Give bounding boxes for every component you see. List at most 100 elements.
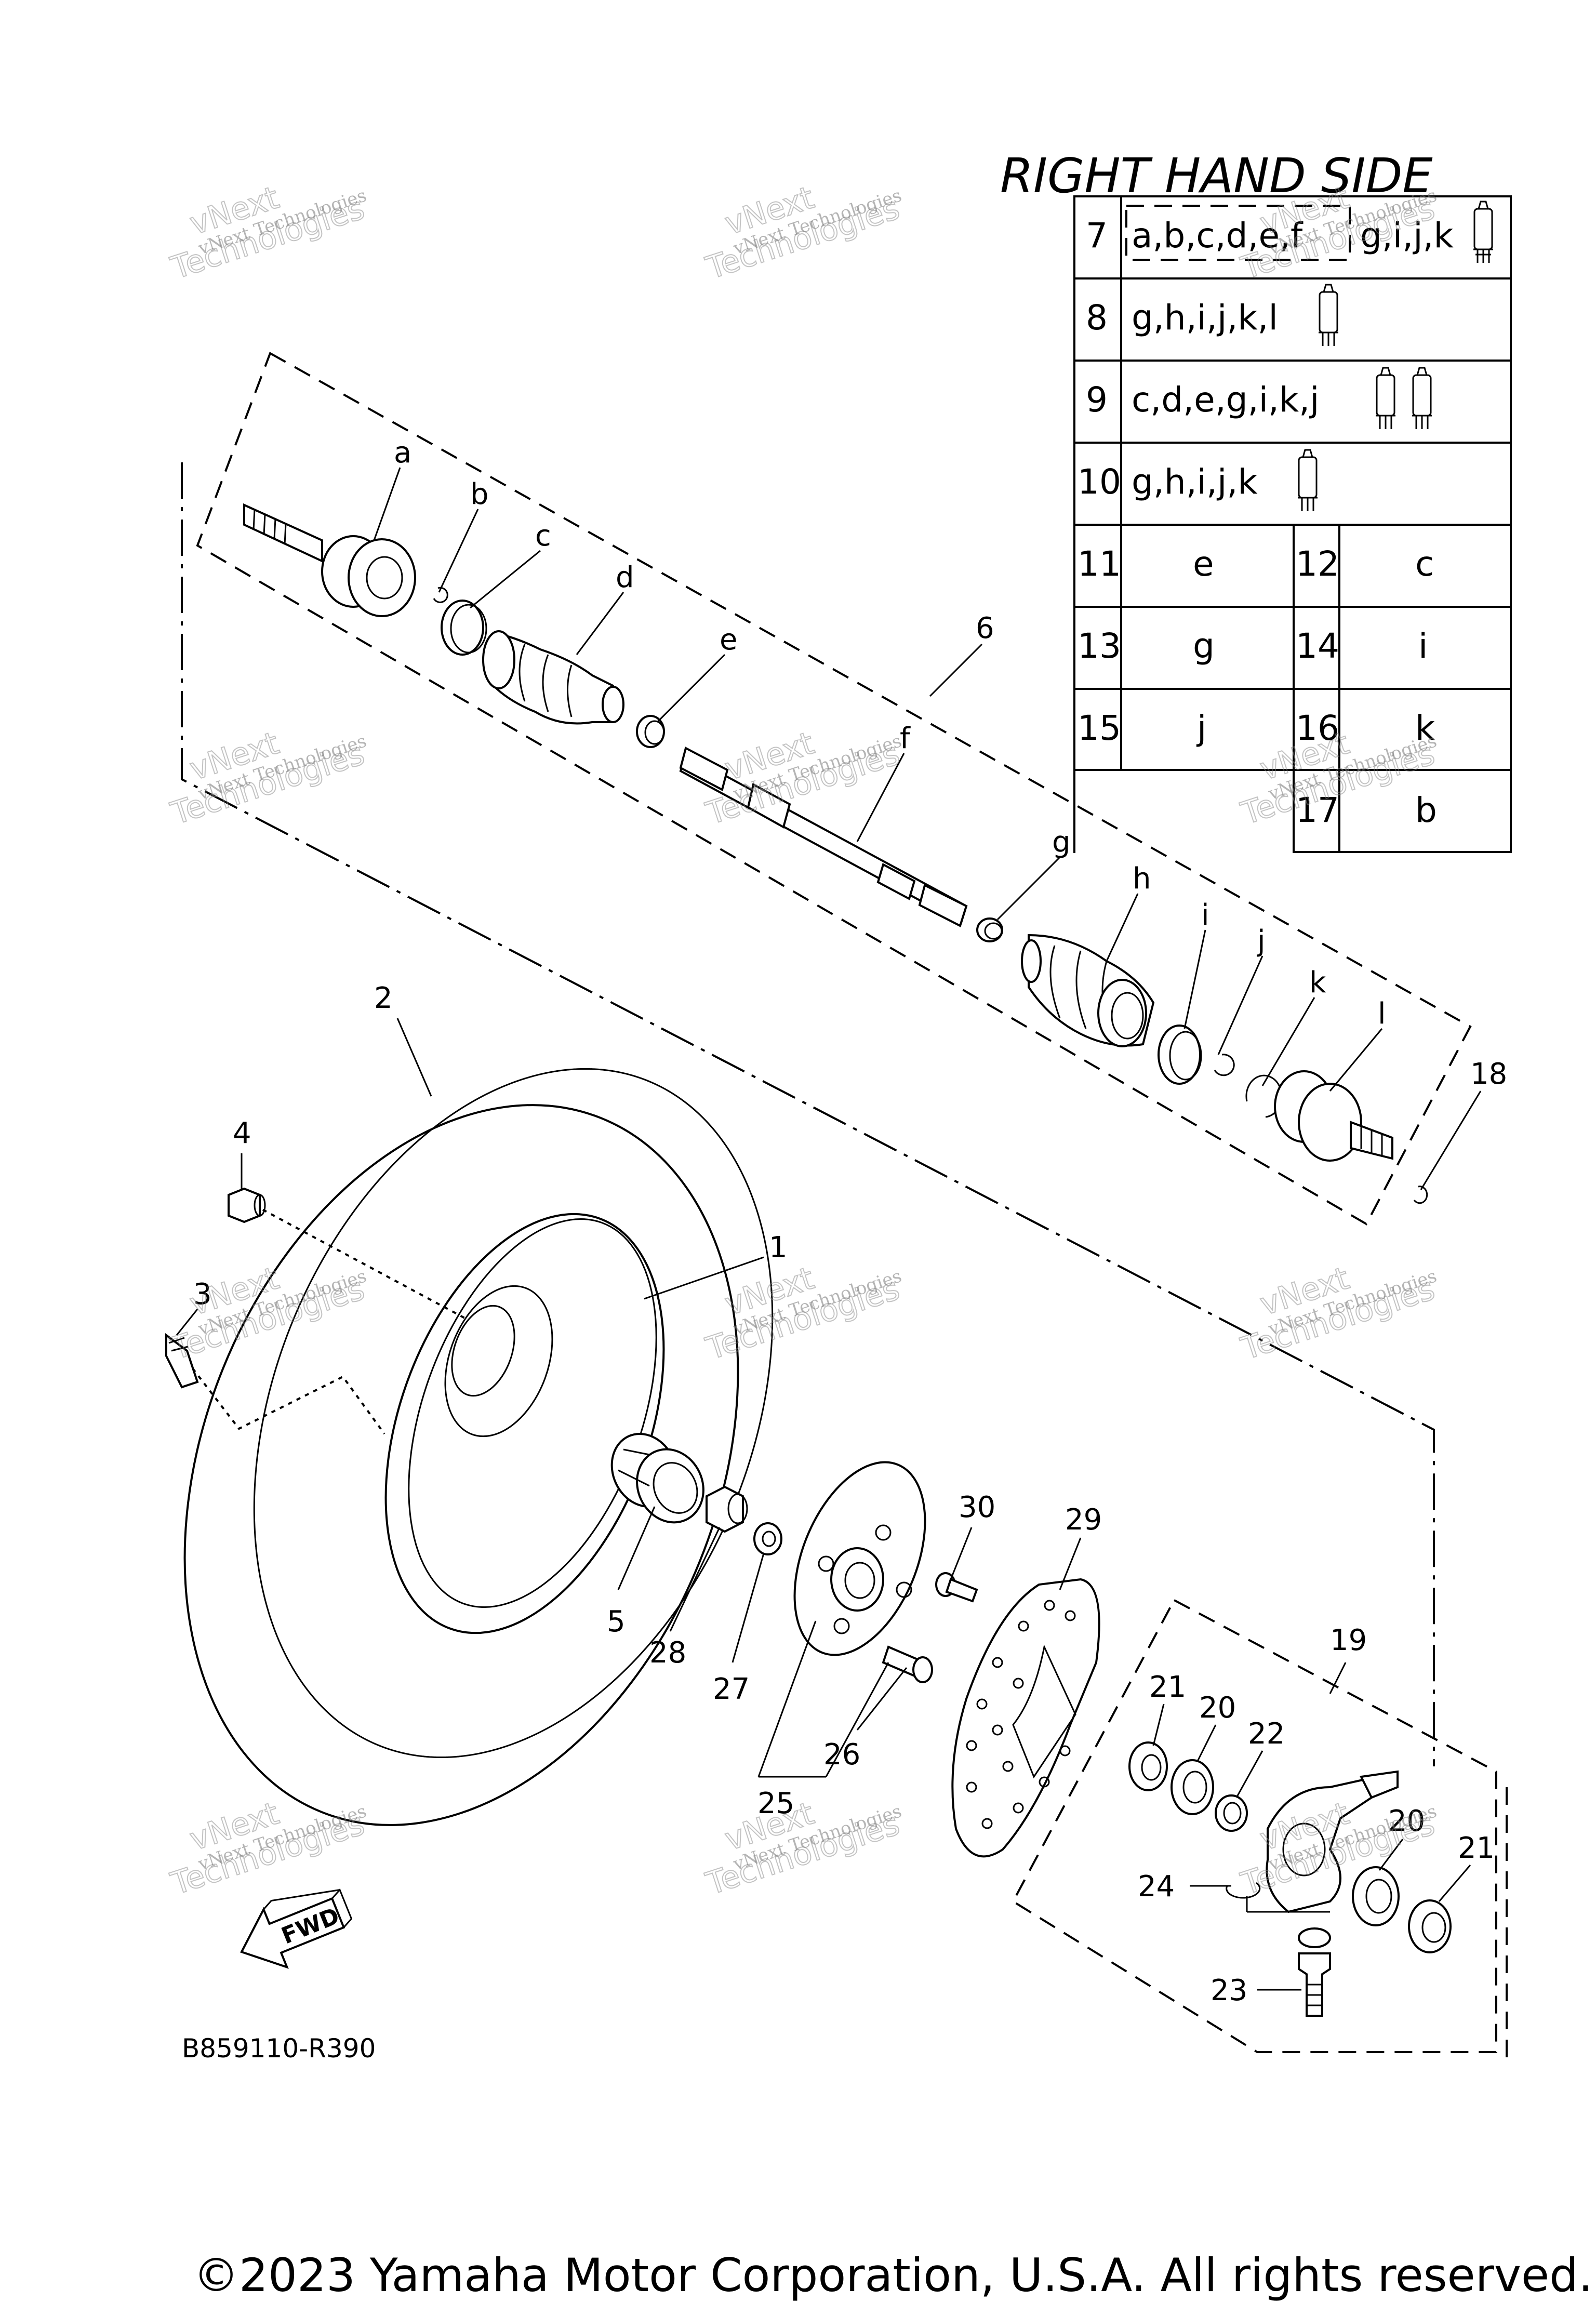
copyright-notice: ©2023 Yamaha Motor Corporation, U.S.A. A… (193, 2249, 1593, 2302)
callout-i: i (1201, 898, 1209, 932)
table-row-7-parts: a,b,c,d,e,f (1132, 216, 1304, 256)
leader-dotted-4 (254, 1204, 468, 1321)
grease-tube-icon (1412, 367, 1432, 429)
callout-24: 24 (1138, 1870, 1175, 1904)
table-row-15-val: j (1196, 708, 1206, 748)
diagram-title: RIGHT HAND SIDE (1000, 148, 1433, 204)
fwd-arrow-icon: FWD (240, 1888, 353, 1969)
circlip-22 (1215, 1794, 1248, 1832)
table-row-12-num: 12 (1296, 544, 1339, 584)
callout-d: d (616, 561, 634, 594)
steering-knuckle (1266, 1770, 1399, 1913)
bolt-26 (882, 1645, 933, 1683)
callout-3: 3 (193, 1278, 212, 1311)
valve-stem-3 (165, 1333, 199, 1389)
watermark: vNext Technologies vNext Technologies (701, 179, 905, 287)
callout-h: h (1133, 862, 1151, 896)
hub-assembly-25 (793, 1461, 926, 1656)
callout-19: 19 (1330, 1624, 1367, 1657)
callout-26: 26 (823, 1738, 860, 1772)
bearing-20a (1171, 1759, 1214, 1815)
callout-l: l (1378, 997, 1386, 1031)
watermark: vNext Technologies vNext Technologies (1236, 1259, 1440, 1367)
callout-f: f (900, 722, 911, 755)
callout-labels: a b c d e f g h i j k l 6 18 2 1 4 3 5 2… (193, 436, 1507, 2007)
callout-23: 23 (1211, 1974, 1247, 2007)
callout-4: 4 (233, 1116, 251, 1150)
callout-j: j (1256, 924, 1266, 958)
table-row-13-num: 13 (1078, 626, 1121, 666)
wheel-hub-5 (610, 1432, 704, 1524)
table-row-8-parts: g,h,i,j,k,l (1132, 298, 1278, 338)
callout-20b: 20 (1388, 1804, 1425, 1838)
callout-e: e (720, 623, 737, 657)
circlip-j (1214, 1054, 1235, 1076)
bolt-30 (935, 1572, 978, 1603)
callout-21a: 21 (1149, 1670, 1186, 1704)
callout-28: 28 (649, 1636, 686, 1670)
callout-a: a (394, 436, 411, 470)
callout-g: g (1052, 826, 1071, 859)
table-row-14-val: i (1418, 626, 1428, 666)
callout-30: 30 (959, 1491, 995, 1524)
cv-boot-d (482, 630, 624, 725)
diagram-code: B859110-R390 (182, 2033, 376, 2064)
table-row-17-val: b (1415, 790, 1437, 830)
driveshaft-group-outline (196, 352, 1472, 1226)
assembly-chain-line (181, 462, 1435, 1766)
table-row-7-num: 7 (1086, 216, 1108, 256)
callout-29: 29 (1065, 1503, 1102, 1537)
table-row-10-parts: g,h,i,j,k (1132, 462, 1258, 502)
watermark: vNext Technologies vNext Technologies (701, 724, 905, 832)
seal-ring (1298, 1927, 1331, 1948)
table-row-11-num: 11 (1078, 544, 1121, 584)
callout-c: c (535, 519, 551, 553)
boot-band-g (976, 917, 1003, 942)
leader-lines (176, 467, 1482, 1991)
drive-shaft-f (679, 747, 968, 927)
table-row-9-parts: c,d,e,g,i,k,j (1132, 380, 1319, 420)
grease-tube-icon (1473, 201, 1493, 263)
table-row-10-num: 10 (1078, 462, 1121, 502)
parts-table: 7 a,b,c,d,e,f g,i,j,k 8 g,h,i,j,k,l 9 c,… (1073, 195, 1512, 853)
table-row-7-parts-extra: g,i,j,k (1360, 216, 1454, 256)
axle-nut-28 (706, 1485, 748, 1533)
table-row-17-num: 17 (1296, 790, 1339, 830)
callout-22: 22 (1248, 1717, 1285, 1751)
wheel-nut-4 (228, 1187, 266, 1223)
boot-band-e (636, 715, 665, 748)
callout-k: k (1309, 966, 1326, 1000)
callout-27: 27 (713, 1672, 750, 1706)
boot-band-i (1158, 1025, 1202, 1085)
oil-seal-21a (1128, 1741, 1168, 1791)
oil-seal-21b (1408, 1899, 1452, 1953)
table-row-14-num: 14 (1296, 626, 1339, 666)
callout-5: 5 (607, 1605, 626, 1639)
washer-27 (753, 1522, 782, 1555)
table-row-11-val: e (1193, 544, 1214, 584)
brake-disc-29 (951, 1578, 1100, 1858)
callout-1: 1 (769, 1231, 788, 1265)
callout-2: 2 (374, 981, 393, 1015)
table-row-13-val: g (1193, 626, 1215, 666)
table-row-12-val: c (1415, 544, 1434, 584)
callout-20a: 20 (1199, 1691, 1236, 1725)
grease-tube-icon (1319, 284, 1338, 346)
leader-dotted-3 (186, 1360, 385, 1435)
table-row-8-num: 8 (1086, 298, 1108, 338)
callout-21b: 21 (1458, 1831, 1495, 1865)
ball-joint-23 (1298, 1952, 1331, 2017)
cv-boot-h (1021, 934, 1155, 1047)
table-row-16-num: 16 (1296, 708, 1339, 748)
watermark: vNext Technologies vNext Technologies (166, 724, 369, 832)
grease-tube-icon (1298, 449, 1318, 511)
circlip-b (433, 587, 448, 603)
table-row-16-val: k (1415, 708, 1435, 748)
watermark: vNext Technologies vNext Technologies (701, 1794, 905, 1902)
table-row-15-num: 15 (1078, 708, 1121, 748)
knuckle-group-outline (1012, 1599, 1497, 2053)
grease-tube-icon (1376, 367, 1395, 429)
callout-25: 25 (757, 1787, 794, 1820)
inner-cv-joint (1274, 1070, 1393, 1162)
